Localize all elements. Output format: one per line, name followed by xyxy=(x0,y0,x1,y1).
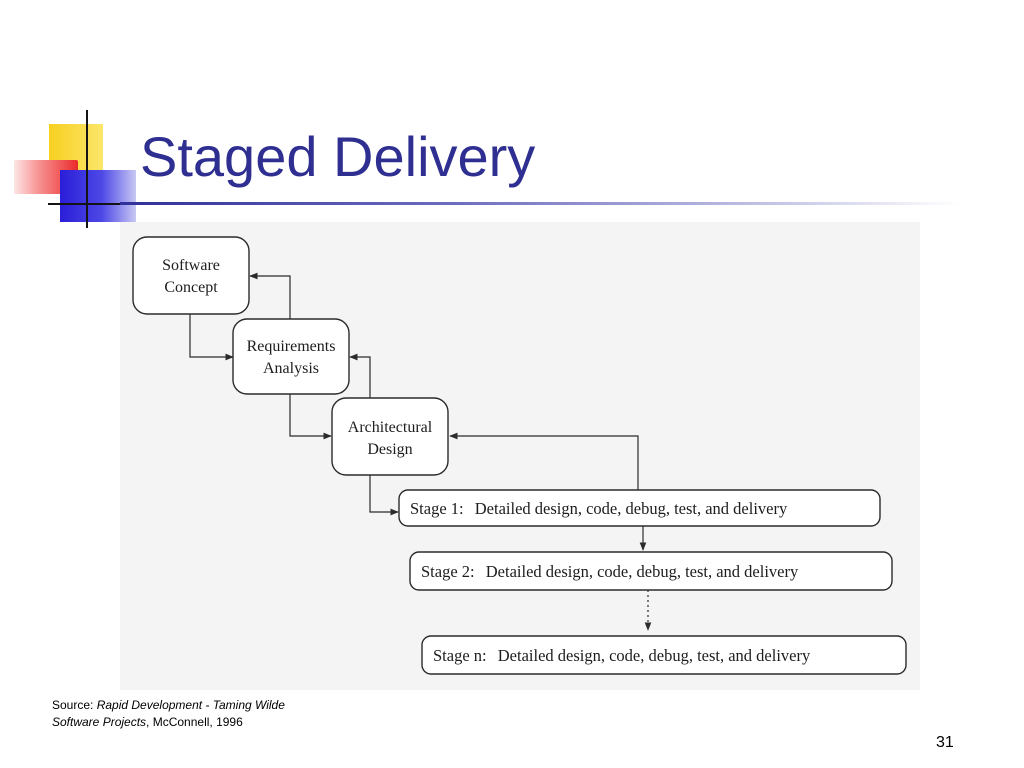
stage-2-label: Stage 2: Detailed design, code, debug, t… xyxy=(421,562,799,581)
title-underline xyxy=(120,202,960,205)
arrow-architecture-to-requirements xyxy=(349,353,371,398)
diagram-svg: Software Concept Requirements Analysis A… xyxy=(132,236,907,675)
source-citation: Source: Rapid Development - Taming Wilde… xyxy=(52,697,372,731)
stage-2-box: Stage 2: Detailed design, code, debug, t… xyxy=(409,551,893,591)
staged-delivery-diagram: Software Concept Requirements Analysis A… xyxy=(120,222,920,690)
page-number: 31 xyxy=(936,734,954,751)
requirements-analysis-line1: Requirements xyxy=(247,338,336,355)
stage-2-number: Stage 2: xyxy=(421,562,475,581)
source-suffix: , McConnell, 1996 xyxy=(146,715,243,729)
requirements-analysis-line2: Analysis xyxy=(263,360,319,377)
source-title-part1: Rapid Development - Taming Wilde xyxy=(96,698,285,712)
stage-n-label: Stage n: Detailed design, code, debug, t… xyxy=(433,646,811,665)
software-concept-line2: Concept xyxy=(164,279,218,296)
requirements-analysis-box: Requirements Analysis xyxy=(232,318,350,395)
stage-1-description: Detailed design, code, debug, test, and … xyxy=(475,499,788,518)
stage-1-box: Stage 1: Detailed design, code, debug, t… xyxy=(398,489,881,527)
architectural-design-line2: Design xyxy=(367,441,412,458)
logo-horizontal-line xyxy=(48,203,138,205)
stage-1-label: Stage 1: Detailed design, code, debug, t… xyxy=(410,499,788,518)
software-concept-box: Software Concept xyxy=(132,236,250,315)
architectural-design-line1: Architectural xyxy=(348,419,433,436)
arrow-requirements-to-architecture xyxy=(289,394,332,440)
logo-blue-square xyxy=(60,170,136,222)
stage-2-description: Detailed design, code, debug, test, and … xyxy=(486,562,799,581)
arrow-concept-to-requirements xyxy=(189,314,234,361)
arrow-architecture-to-stage1 xyxy=(369,475,399,516)
software-concept-line1: Software xyxy=(162,257,220,274)
stage-1-number: Stage 1: xyxy=(410,499,464,518)
source-title-part2: Software Projects xyxy=(52,715,147,729)
stage-n-box: Stage n: Detailed design, code, debug, t… xyxy=(421,635,907,675)
architectural-design-box: Architectural Design xyxy=(331,397,449,476)
arrow-stage1-to-architecture xyxy=(449,432,639,490)
stage-n-description: Detailed design, code, debug, test, and … xyxy=(498,646,811,665)
source-prefix: Source: xyxy=(52,698,97,712)
logo-vertical-line xyxy=(86,110,88,228)
arrow-requirements-to-concept xyxy=(249,272,291,319)
slide-title: Staged Delivery xyxy=(140,125,536,188)
stage-n-number: Stage n: xyxy=(433,646,487,665)
